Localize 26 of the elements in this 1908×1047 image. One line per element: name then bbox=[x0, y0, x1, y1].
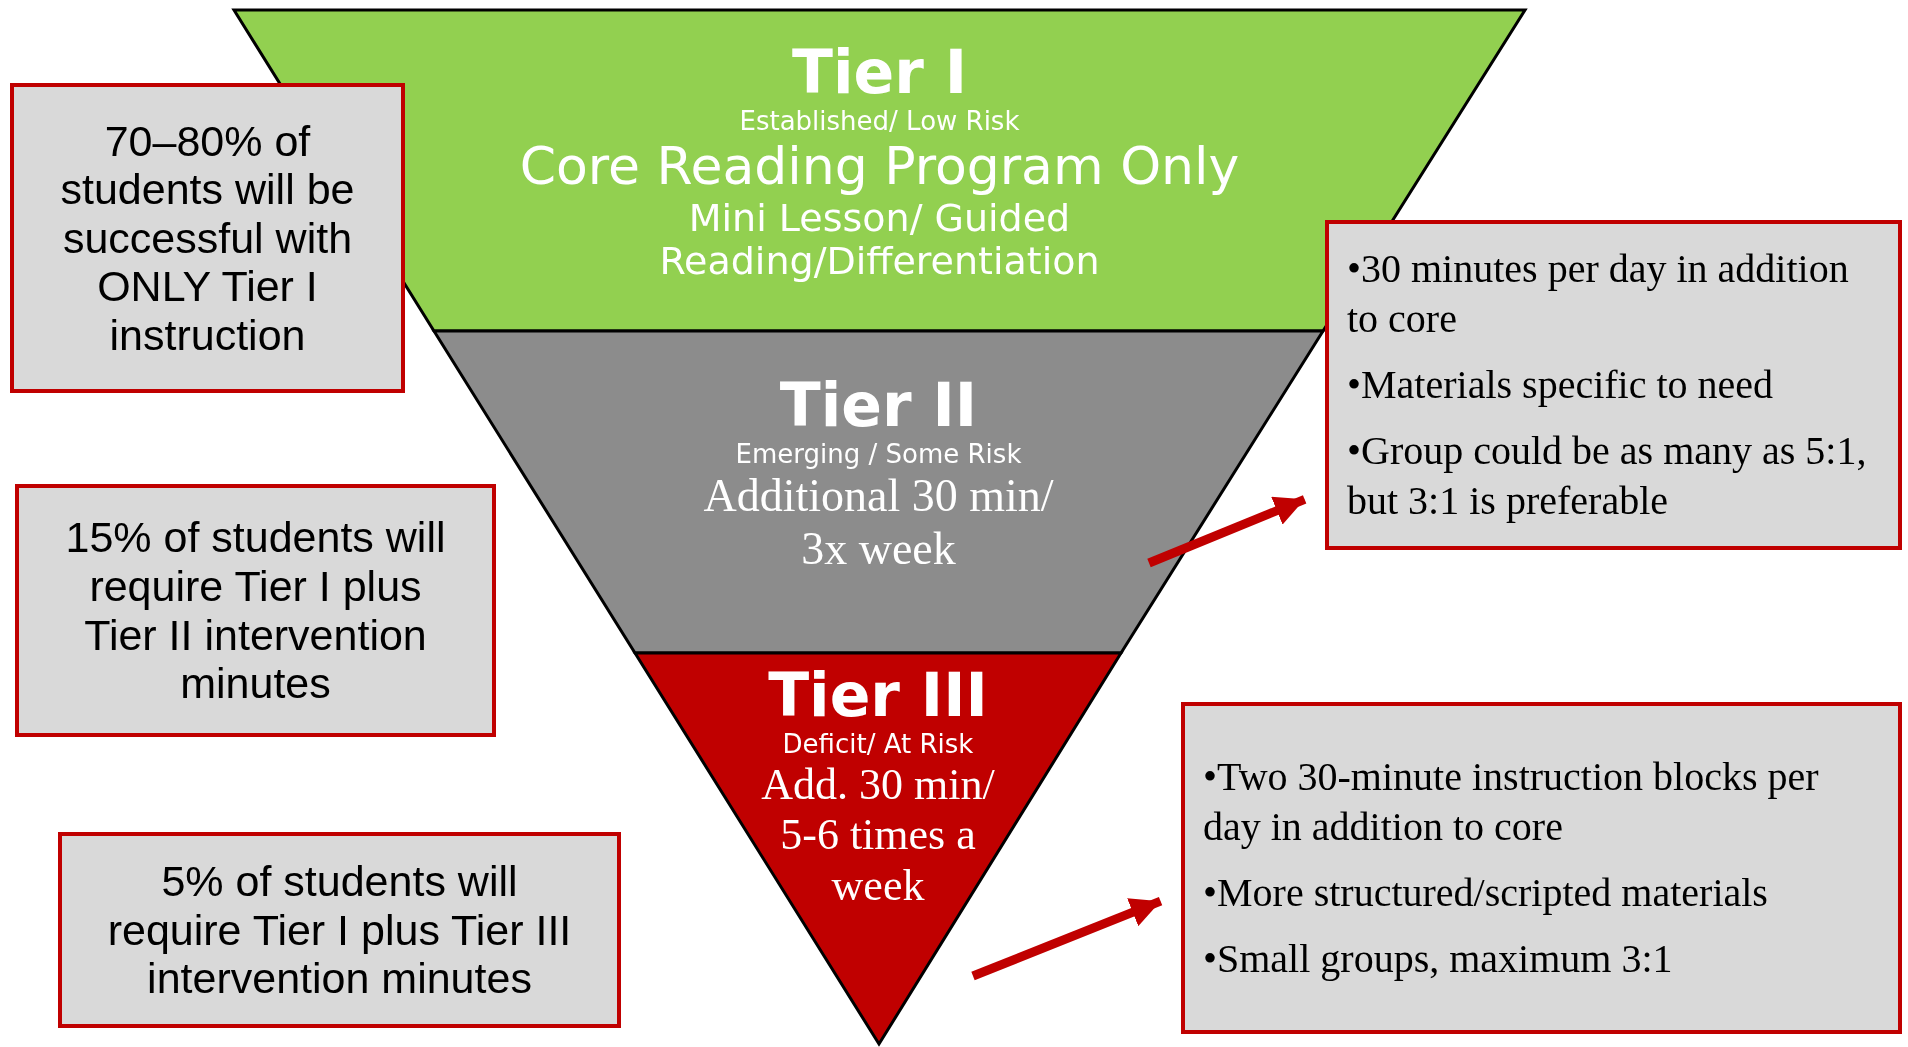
description-text: 70–80% of students will be successful with ONLY Tier I instruction bbox=[59, 116, 356, 360]
tier-heading: Tier I bbox=[792, 38, 967, 107]
risk-level: Emerging / Some Risk bbox=[735, 440, 1022, 470]
bullet-point: •Two 30-minute instruction blocks per day in addition to core bbox=[1203, 753, 1820, 851]
bullet-point: •Materials specific to need bbox=[1347, 361, 1774, 409]
risk-level: Deficit/ At Risk bbox=[782, 730, 974, 760]
student-percentage-box bbox=[15, 484, 496, 737]
bullet-point: •Small groups, maximum 3:1 bbox=[1203, 935, 1673, 983]
arrow bbox=[1147, 495, 1307, 568]
description-text: 5% of students will require Tier I plus Tier III intervention minutes bbox=[107, 857, 572, 1003]
intervention-details-box bbox=[1325, 220, 1902, 550]
tier-heading: Tier II bbox=[779, 371, 978, 440]
student-percentage-box bbox=[10, 83, 405, 393]
tier-heading: Tier III bbox=[768, 661, 988, 730]
bullet-point: •More structured/scripted materials bbox=[1203, 869, 1768, 917]
arrow bbox=[971, 896, 1163, 981]
time-description: Add. 30 min/ 5-6 times a week bbox=[760, 759, 996, 912]
time-description: Additional 30 min/ 3x week bbox=[702, 469, 1055, 576]
description-text: 15% of students will require Tier I plus Tier II intervention minutes bbox=[64, 513, 447, 708]
lesson-description: Mini Lesson/ Guided Reading/Differentiation bbox=[658, 196, 1101, 285]
student-percentage-box bbox=[58, 832, 621, 1028]
program-label: Core Reading Program Only bbox=[519, 136, 1240, 197]
intervention-details-box bbox=[1181, 702, 1902, 1034]
bullet-point: •Group could be as many as 5:1, but 3:1 is preferable bbox=[1347, 427, 1868, 525]
risk-level: Established/ Low Risk bbox=[739, 107, 1020, 137]
bullet-point: •30 minutes per day in addition to core bbox=[1347, 245, 1850, 343]
